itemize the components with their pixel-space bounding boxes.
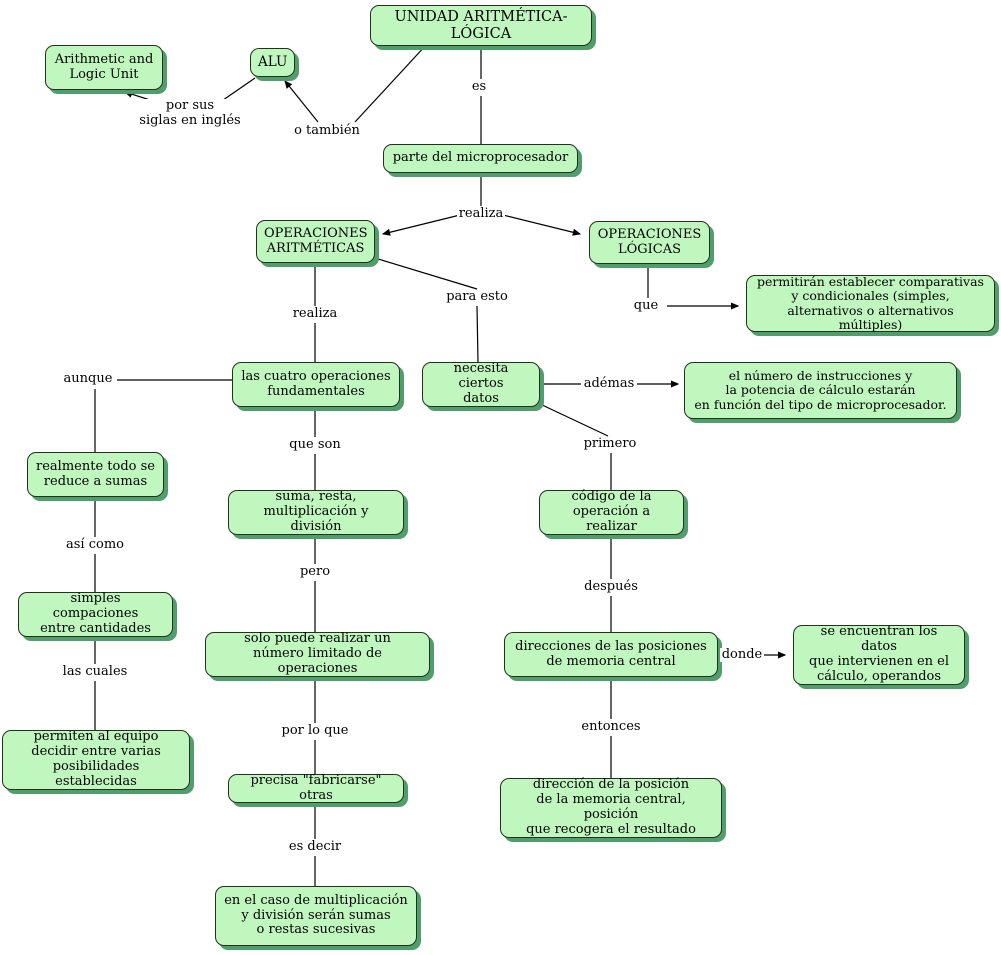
edge-label-lascuales: las cuales bbox=[60, 663, 130, 680]
concept-node-sumaresta[interactable]: suma, resta,multiplicación y división bbox=[228, 489, 404, 535]
edge-realiza-top-to-oparit bbox=[381, 214, 461, 236]
concept-node-ual[interactable]: UNIDAD ARITMÉTICA-LÓGICA bbox=[370, 5, 592, 46]
edge-label-paraesto: para esto bbox=[444, 288, 510, 305]
edge-label-primero: primero bbox=[581, 435, 639, 452]
concept-node-label: ALU bbox=[258, 53, 288, 70]
edge-label-pero: pero bbox=[297, 563, 333, 580]
concept-node-label: UNIDAD ARITMÉTICA-LÓGICA bbox=[394, 8, 568, 42]
edge-label-porsus: por sus siglas en inglés bbox=[137, 98, 243, 129]
edge-label-donde: donde bbox=[719, 646, 765, 663]
concept-node-label: precisa "fabricarse" otras bbox=[250, 772, 382, 803]
concept-node-label: suma, resta,multiplicación y división bbox=[263, 489, 369, 534]
edge-label-es: es bbox=[469, 78, 489, 95]
edge-label-que: que bbox=[631, 297, 661, 314]
concept-node-precisa[interactable]: precisa "fabricarse" otras bbox=[228, 772, 404, 803]
edge-paraesto-to-necesita bbox=[476, 305, 479, 363]
edge-necesita-to-primero bbox=[539, 403, 609, 437]
edge-realiza-top-to-oplog bbox=[502, 214, 582, 236]
edge-label-porloque: por lo que bbox=[279, 722, 351, 739]
edge-label-otambien: o también bbox=[292, 122, 362, 139]
edge-oparit-to-paraesto bbox=[374, 257, 478, 290]
edge-label-queson: que son bbox=[287, 436, 343, 453]
edge-label-realiza_arit: realiza bbox=[290, 305, 340, 322]
edge-ual-to-otambien bbox=[354, 43, 428, 123]
edge-label-despues: después bbox=[582, 578, 640, 595]
edge-label-realiza_top: realiza bbox=[456, 205, 506, 222]
edge-label-asicomo: así como bbox=[64, 536, 126, 553]
edge-label-entonces: entonces bbox=[579, 718, 643, 735]
concept-node-alu[interactable]: ALU bbox=[250, 48, 295, 77]
edge-label-aunque: aunque bbox=[61, 370, 115, 387]
edge-otambien-to-alu bbox=[284, 80, 319, 123]
concept-node-parte[interactable]: parte del microprocesador bbox=[383, 144, 578, 173]
edge-label-esdecir: es decir bbox=[286, 838, 344, 855]
concept-node-label: parte del microprocesador bbox=[392, 150, 569, 166]
edge-label-ademas: adémas bbox=[581, 375, 637, 392]
